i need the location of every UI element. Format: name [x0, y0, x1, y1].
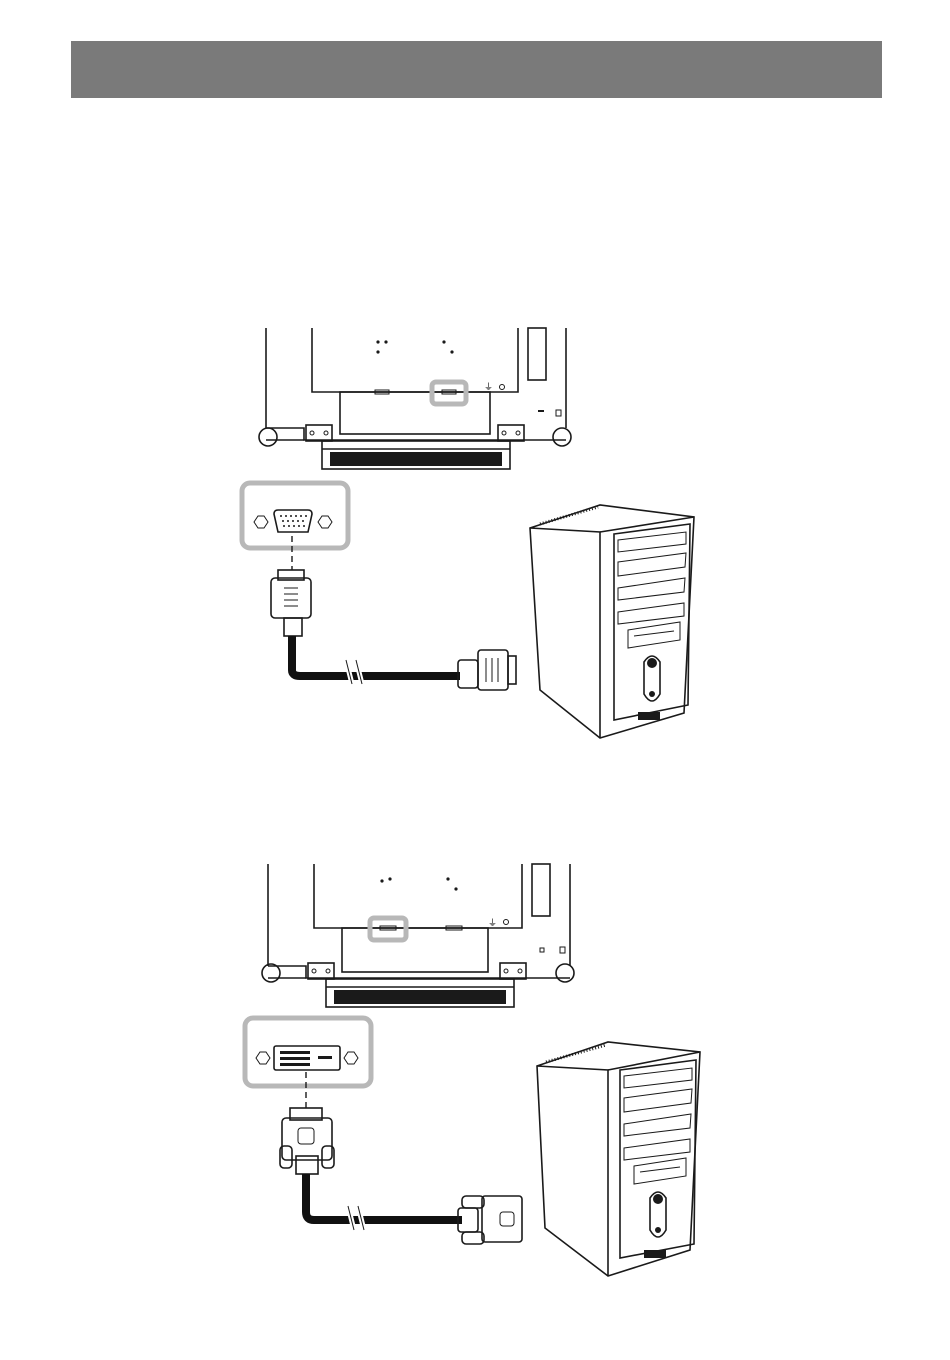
dvi-port-zoom: [245, 1018, 371, 1086]
svg-text:⏚: ⏚: [488, 918, 497, 929]
monitor-rear-view-2: ⏚: [262, 864, 574, 1007]
pc-tower-2: [537, 1042, 700, 1276]
dvi-cable: [280, 1108, 522, 1244]
